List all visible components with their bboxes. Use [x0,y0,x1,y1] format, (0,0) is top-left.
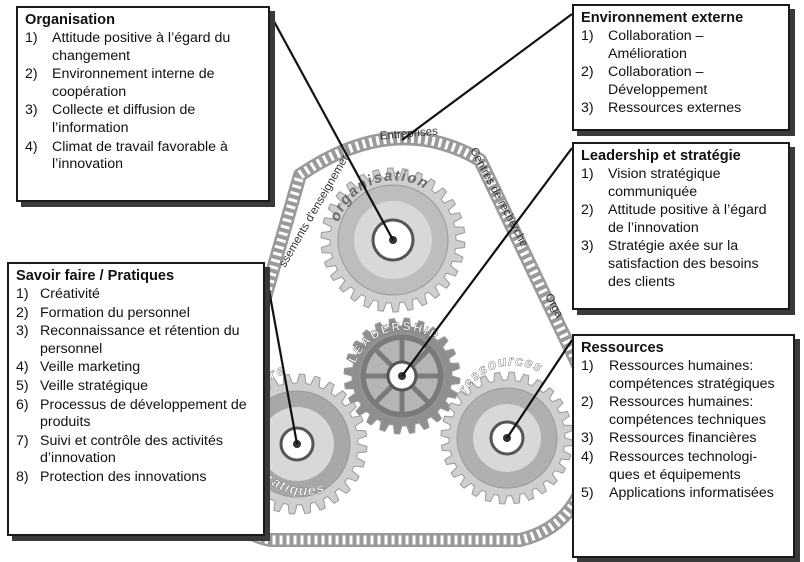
list-item: 1)Créativité [16,286,100,302]
leadership-box: Leadership et stratégie 1)Vision stratég… [572,142,790,310]
list-item: 3)Reconnaissance et rétention du personn… [16,323,240,357]
list-item: 7)Suivi et contrôle des activités d’inno… [16,432,223,467]
organisation-title: Organisation [25,12,116,28]
list-item: 6)Processus de développement de produits [16,396,247,431]
list-item: 3)Ressources externes [581,100,742,117]
connector-environnement [401,13,573,141]
environnement-list: 1)Collaboration – Amélioration 2)Collabo… [581,28,782,118]
list-item: 3)Ressources financières [581,430,757,447]
list-item: 4)Ressources technologi-ques et équipeme… [581,448,758,483]
leadership-list: 1)Vision stratégique communiquée 2)Attit… [581,166,782,291]
belt-label-centres-recherche: Centres de recherche [467,146,530,249]
list-item: 1)Collaboration – Amélioration [581,28,704,62]
ressources-list: 1)Ressources humaines: compétences strat… [581,358,787,503]
connector-savoir [263,267,299,445]
environnement-title: Environnement externe [581,10,744,26]
list-item: 3)Stratégie axée sur la satisfaction des… [581,238,759,290]
list-item: 1)Vision stratégique communiquée [581,166,721,200]
ressources-title: Ressources [581,340,664,356]
list-item: 5)Veille stratégique [16,377,149,394]
ressources-box: Ressources 1)Ressources humaines: compét… [572,334,795,558]
organisation-box: Organisation 1)Attitude positive à l’éga… [16,6,270,202]
list-item: 2)Attitude positive à l’égard de l’innov… [581,202,767,236]
savoir-faire-list: 1)Créativité 2)Formation du personnel 3)… [16,286,257,487]
list-item: 1)Attitude positive à l’égard du changem… [25,30,231,64]
list-item: 4)Climat de travail favorable à l’innova… [25,138,228,173]
connector-leadership [401,147,573,377]
list-item: 3)Collecte et diffusion de l’information [25,102,196,136]
list-item: 2)Collaboration – Développement [581,64,708,98]
list-item: 2)Ressources humaines: compétences techn… [581,394,766,428]
list-item: 2)Formation du personnel [16,304,190,321]
savoir-faire-box: Savoir faire / Pratiques 1)Créativité 2)… [7,262,265,536]
list-item: 2)Environnement interne de coopération [25,66,215,100]
environnement-box: Environnement externe 1)Collaboration – … [572,4,790,131]
list-item: 8)Protection des innovations [16,468,207,485]
organisation-list: 1)Attitude positive à l’égard du changem… [25,30,262,174]
leadership-title: Leadership et stratégie [581,148,741,164]
list-item: 1)Ressources humaines: compétences strat… [581,358,775,392]
connector-organisation [269,13,394,241]
list-item: 4)Veille marketing [16,359,141,376]
connector-lines [263,13,573,445]
list-item: 5)Applications informatisées [581,485,774,502]
connector-ressources [506,339,573,439]
savoir-faire-title: Savoir faire / Pratiques [16,268,175,284]
